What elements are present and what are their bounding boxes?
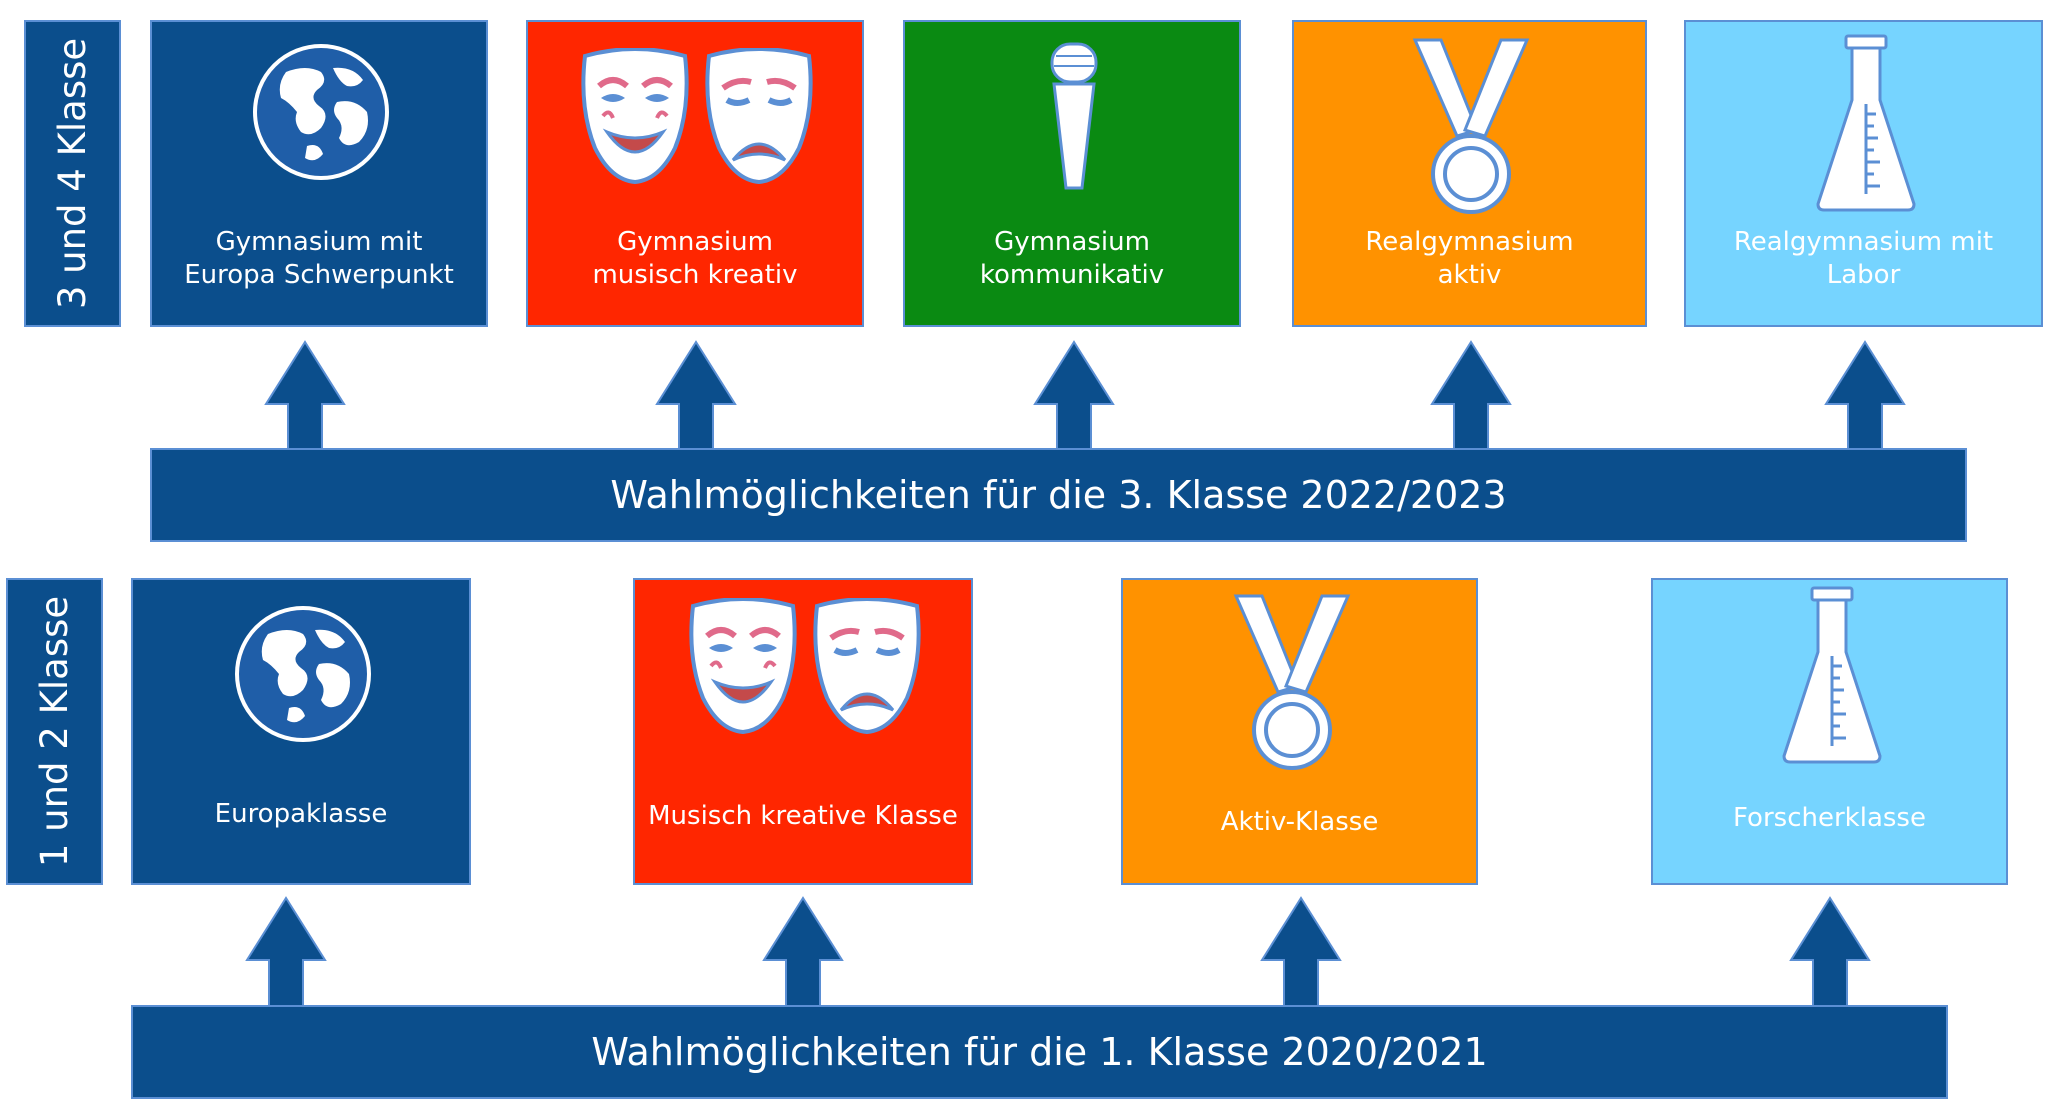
arrow-up-icon — [1824, 340, 1906, 452]
box-label: Aktiv-Klasse — [1220, 807, 1379, 837]
choices-bar-1-klasse: Wahlmöglichkeiten für die 1. Klasse 2020… — [131, 1005, 1948, 1099]
side-label-text: 3 und 4 Klasse — [51, 37, 95, 310]
side-label-1-2-klasse: 1 und 2 Klasse — [6, 578, 103, 885]
flask-icon — [1816, 34, 1916, 212]
box-label: Gymnasium kommunikativ — [979, 227, 1165, 290]
arrow-up-icon — [1430, 340, 1512, 452]
box-label: Musisch kreative Klasse — [648, 801, 958, 831]
medal-icon — [1412, 38, 1530, 214]
box-realgymnasium-aktiv: Realgymnasium aktiv — [1292, 20, 1647, 327]
box-label: Gymnasium mit Europa Schwerpunkt — [184, 227, 454, 290]
choices-bar-3-klasse: Wahlmöglichkeiten für die 3. Klasse 2022… — [150, 448, 1967, 542]
arrow-up-icon — [1789, 896, 1871, 1008]
arrow-up-icon — [245, 896, 327, 1008]
box-forscherklasse: Forscherklasse — [1651, 578, 2008, 885]
arrow-up-icon — [655, 340, 737, 452]
arrow-up-icon — [1033, 340, 1115, 452]
box-label: Realgymnasium aktiv — [1365, 227, 1574, 290]
bar-label: Wahlmöglichkeiten für die 1. Klasse 2020… — [591, 1030, 1488, 1074]
box-realgymnasium-labor: Realgymnasium mit Labor — [1684, 20, 2043, 327]
bar-label: Wahlmöglichkeiten für die 3. Klasse 2022… — [610, 473, 1507, 517]
box-label: Europaklasse — [214, 799, 388, 829]
side-label-text: 1 und 2 Klasse — [33, 595, 77, 868]
arrow-up-icon — [264, 340, 346, 452]
box-gymnasium-musisch: Gymnasium musisch kreativ — [526, 20, 864, 327]
medal-icon — [1233, 594, 1351, 770]
globe-icon — [253, 44, 389, 180]
box-gymnasium-europa: Gymnasium mit Europa Schwerpunkt — [150, 20, 488, 327]
flask-icon — [1782, 586, 1882, 764]
box-europaklasse: Europaklasse — [131, 578, 471, 885]
box-label: Realgymnasium mit Labor — [1733, 227, 1994, 290]
theater-masks-icon — [579, 48, 813, 188]
theater-masks-icon — [687, 598, 921, 738]
box-musisch-kreative-klasse: Musisch kreative Klasse — [633, 578, 973, 885]
side-label-3-4-klasse: 3 und 4 Klasse — [24, 20, 121, 327]
box-label: Forscherklasse — [1733, 803, 1926, 833]
globe-icon — [235, 606, 371, 742]
arrow-up-icon — [1260, 896, 1342, 1008]
box-label: Gymnasium musisch kreativ — [592, 227, 798, 290]
box-gymnasium-kommunikativ: Gymnasium kommunikativ — [903, 20, 1241, 327]
microphone-icon — [1050, 42, 1098, 190]
box-aktiv-klasse: Aktiv-Klasse — [1121, 578, 1478, 885]
arrow-up-icon — [762, 896, 844, 1008]
